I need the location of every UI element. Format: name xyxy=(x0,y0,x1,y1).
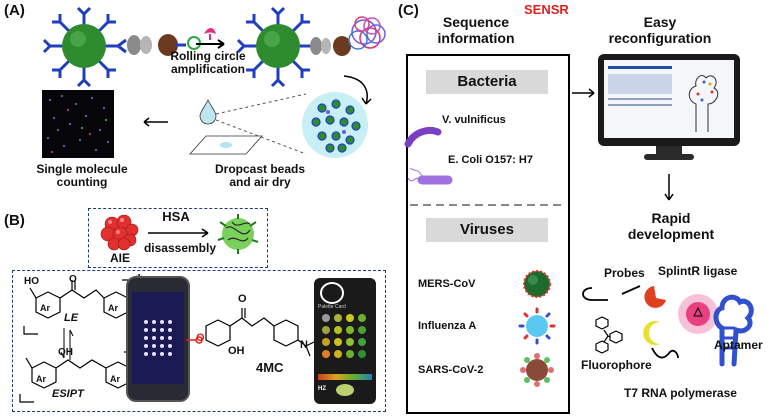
antibody-bead-right xyxy=(236,6,312,88)
ar-right-bottom: Ar xyxy=(110,374,121,384)
ligase-icon xyxy=(644,286,666,308)
n-text: N xyxy=(300,339,308,351)
probes-label: Probes xyxy=(604,266,645,280)
fluorophore-icon xyxy=(595,316,623,354)
o-text-top: O xyxy=(69,274,77,285)
vibrio-icon xyxy=(404,127,442,148)
dropcast-label: Dropcast beads and air dry xyxy=(214,162,306,189)
4mc-structure xyxy=(186,308,315,357)
bacteria-header: Bacteria xyxy=(426,70,548,94)
virus-name-2: SARS-CoV-2 xyxy=(418,364,484,376)
fluorescence-image xyxy=(42,90,114,158)
arrow-to-monitor xyxy=(572,88,595,98)
aptamer-icon xyxy=(678,294,754,367)
easy-reconfig-label: Easy reconfiguration xyxy=(608,14,712,46)
oh-text-4mc: OH xyxy=(228,345,245,357)
compound-label: 4MC xyxy=(256,360,284,375)
palette-card-title: Palette Card xyxy=(318,304,346,310)
ar-right-top: Ar xyxy=(108,303,119,313)
ho-text: HO xyxy=(24,276,39,287)
antibody-bead-left xyxy=(42,6,127,88)
ar-left-bottom: Ar xyxy=(36,374,47,384)
section-divider xyxy=(410,204,562,206)
aie-label: AIE xyxy=(109,251,130,265)
viruses-header: Viruses xyxy=(426,218,548,242)
polymerase-label: T7 RNA polymerase xyxy=(624,386,737,400)
ecoli-icon xyxy=(407,167,453,185)
mers-virus-icon xyxy=(523,270,551,298)
rca-product-icon xyxy=(310,16,386,56)
oh-text: OH xyxy=(58,347,73,358)
palette-card-hz: HZ xyxy=(318,386,326,392)
bacteria-name-0: V. vulnificus xyxy=(442,114,506,126)
probe-icon xyxy=(582,285,641,301)
le-label: LE xyxy=(64,312,79,324)
organism-box xyxy=(406,54,570,414)
virus-name-1: Influenza A xyxy=(418,320,477,332)
palette-card-phone: Palette Card HZ xyxy=(314,278,376,404)
aptamer-label: Aptamer xyxy=(714,338,763,352)
arrow-to-rapid xyxy=(664,174,674,201)
sensr-title: SENSR xyxy=(524,2,569,17)
influenza-virus-icon xyxy=(518,307,556,345)
panel-b-label: (B) xyxy=(4,212,25,229)
computer-monitor xyxy=(598,54,740,160)
hsa-arrow xyxy=(148,228,209,238)
probe-box xyxy=(12,270,386,412)
rna-strand-icon xyxy=(651,347,679,359)
bead-zoom-circle xyxy=(302,92,368,158)
counting-label: Single molecule counting xyxy=(36,162,128,189)
panel-a-label: (A) xyxy=(4,2,25,19)
o-text-4mc: O xyxy=(238,293,247,305)
o-text-4mc-link: O xyxy=(196,332,205,344)
ligase-label: SplintR ligase xyxy=(658,264,738,278)
curved-arrow-down xyxy=(343,75,372,105)
ar-left-top: Ar xyxy=(40,303,51,313)
fluorophore-label: Fluorophore xyxy=(581,358,652,372)
rca-arrow xyxy=(196,28,225,49)
dropcast-slide-icon xyxy=(189,93,307,155)
aie-cluster-icon xyxy=(100,214,139,251)
bacteria-name-1: E. Coli O157: H7 xyxy=(448,154,533,166)
arrow-left xyxy=(143,117,168,127)
equilibrium-arrows xyxy=(60,328,74,360)
virus-name-0: MERS-CoV xyxy=(418,278,476,290)
panel-c-label: (C) xyxy=(398,2,419,19)
hsa-protein-icon xyxy=(217,214,259,254)
disassembly-label: disassembly xyxy=(143,241,217,255)
rapid-dev-label: Rapid development xyxy=(627,210,715,242)
smartphone-image xyxy=(126,276,190,402)
sars-virus-icon xyxy=(520,353,554,387)
esipt-label: ESIPT xyxy=(52,388,84,400)
seq-info-label: Sequence information xyxy=(437,14,515,46)
aie-box xyxy=(88,208,268,268)
hsa-label: HSA xyxy=(162,209,190,224)
antigen-complex-icon xyxy=(127,34,201,56)
polymerase-icon xyxy=(643,321,660,345)
rca-label: Rolling circle amplification xyxy=(170,49,246,76)
